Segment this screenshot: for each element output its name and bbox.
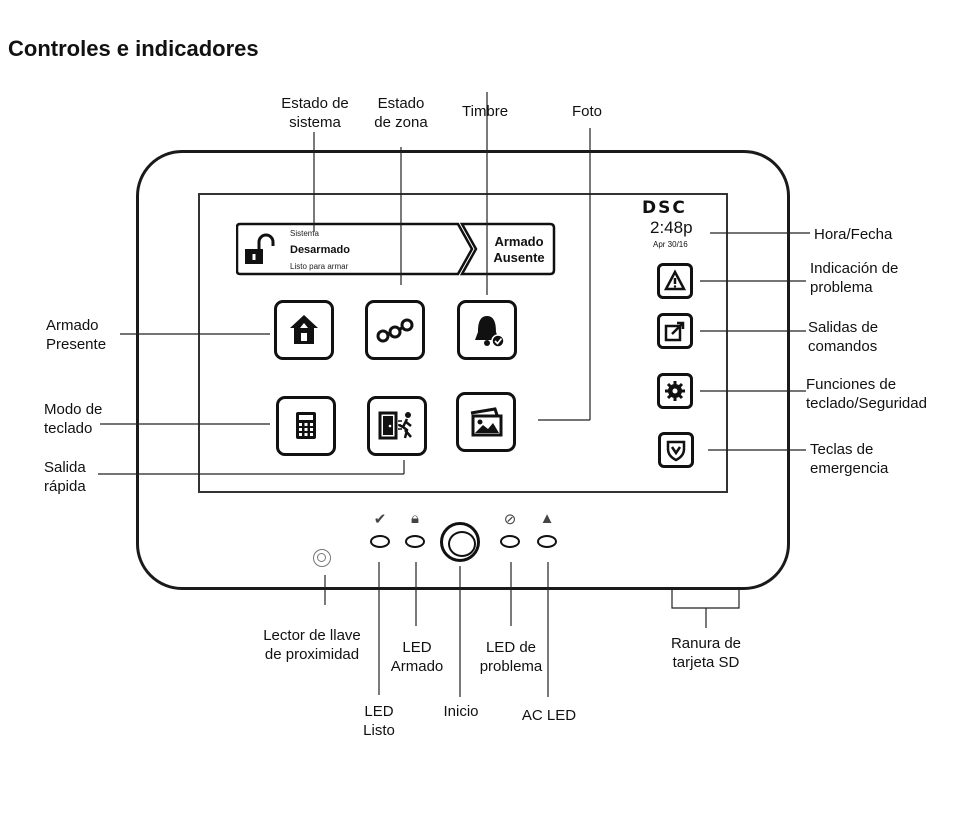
status-system-label: Sistema bbox=[290, 229, 319, 238]
armed-away-button[interactable]: Armado Ausente bbox=[484, 234, 554, 266]
zone-status-button[interactable] bbox=[365, 300, 425, 360]
label-hora-fecha: Hora/Fecha bbox=[814, 226, 893, 243]
trouble-button[interactable] bbox=[657, 263, 693, 299]
system-status-bar[interactable] bbox=[236, 222, 556, 276]
keypad-mode-button[interactable] bbox=[276, 396, 336, 456]
label-foto: Foto bbox=[572, 103, 603, 120]
command-output-button[interactable] bbox=[657, 313, 693, 349]
page-title: Controles e indicadores bbox=[8, 36, 259, 61]
quick-exit-icon bbox=[378, 411, 412, 440]
home-arm-icon bbox=[290, 315, 318, 344]
command-output-icon bbox=[664, 321, 685, 342]
led-ready bbox=[370, 535, 390, 548]
zone-status-icon bbox=[376, 318, 414, 343]
status-state: Desarmado bbox=[290, 244, 350, 256]
label-inicio: Inicio bbox=[443, 703, 479, 720]
led-armed bbox=[405, 535, 425, 548]
warning-icon: ▲ bbox=[539, 510, 555, 527]
ac-icon: ⊘ bbox=[503, 511, 517, 528]
armed-away-line1: Armado bbox=[494, 234, 544, 249]
gear-icon bbox=[665, 381, 685, 401]
functions-button[interactable] bbox=[657, 373, 693, 409]
led-trouble bbox=[500, 535, 520, 548]
clock-date: Apr 30/16 bbox=[653, 240, 688, 249]
check-icon: ✔ bbox=[373, 511, 387, 528]
dsc-logo: DSC bbox=[642, 198, 687, 218]
photo-icon bbox=[470, 407, 503, 437]
label-ac-led: AC LED bbox=[521, 707, 577, 724]
lock-icon: 🔒︎ bbox=[411, 510, 419, 527]
label-timbre: Timbre bbox=[462, 103, 509, 120]
trouble-icon bbox=[663, 269, 687, 291]
chime-button[interactable] bbox=[457, 300, 517, 360]
shield-icon bbox=[666, 440, 686, 462]
chime-bell-icon bbox=[475, 316, 505, 348]
clock-time: 2:48p bbox=[650, 218, 693, 237]
led-ac bbox=[537, 535, 557, 548]
unlock-icon bbox=[245, 233, 275, 264]
photo-button[interactable] bbox=[456, 392, 516, 452]
home-button[interactable] bbox=[440, 522, 480, 562]
keypad-icon bbox=[296, 412, 316, 439]
arm-stay-button[interactable] bbox=[274, 300, 334, 360]
status-sub: Listo para armar bbox=[290, 262, 349, 271]
proximity-reader bbox=[313, 549, 331, 567]
armed-away-line2: Ausente bbox=[493, 250, 545, 265]
quick-exit-button[interactable] bbox=[367, 396, 427, 456]
emergency-button[interactable] bbox=[658, 432, 694, 468]
